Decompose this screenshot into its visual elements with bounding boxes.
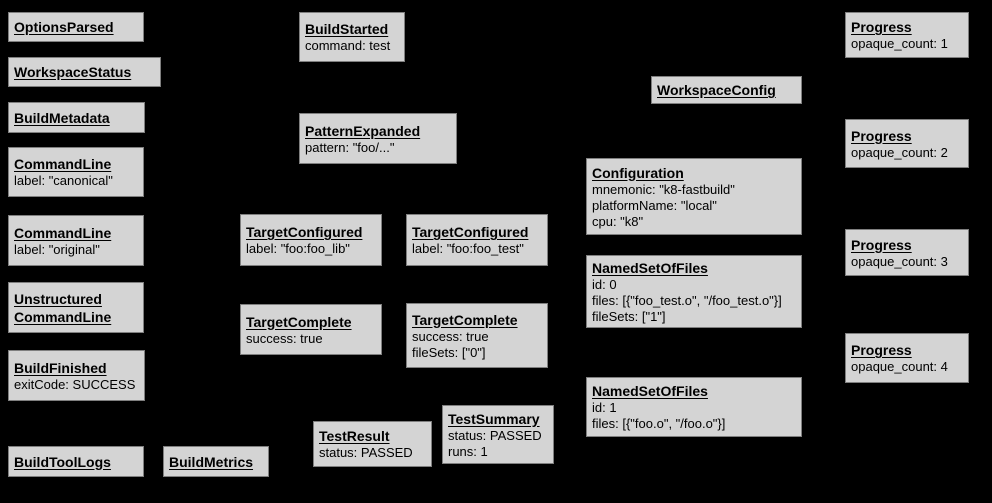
node-attribute: id: 0: [592, 276, 617, 292]
node-attribute: platformName: "local": [592, 197, 717, 213]
node-title: NamedSetOfFiles: [592, 383, 708, 399]
node-attribute: command: test: [305, 38, 391, 53]
node-title: BuildFinished: [14, 359, 107, 376]
node-attribute: pattern: "foo/...": [305, 139, 395, 155]
node-attribute: fileSets: ["0"]: [412, 344, 486, 360]
node-attribute: files: [{"foo_test.o", "/foo_test.o"}]: [592, 292, 782, 308]
node-title: TargetConfigured: [412, 224, 529, 240]
node-attribute: label: "foo:foo_test": [412, 241, 524, 256]
node-title: OptionsParsed: [14, 19, 114, 35]
node-attribute: mnemonic: "k8-fastbuild": [592, 181, 735, 197]
node-attribute: id: 1: [592, 400, 617, 415]
node-attribute: label: "original": [14, 241, 100, 257]
node-title: Progress: [851, 236, 912, 253]
node-build-metrics: BuildMetrics: [163, 446, 269, 477]
node-title: Progress: [851, 127, 912, 144]
node-attribute: status: PASSED: [448, 427, 542, 443]
node-unstructured-command-line: Unstructured CommandLine: [8, 282, 144, 333]
node-title: TargetComplete: [412, 311, 518, 328]
node-title: BuildMetadata: [14, 109, 110, 126]
node-workspace-status: WorkspaceStatus: [8, 57, 161, 87]
node-title: BuildMetrics: [169, 453, 254, 470]
node-attribute: exitCode: SUCCESS: [14, 376, 136, 392]
node-title: WorkspaceConfig: [657, 82, 776, 98]
node-title: NamedSetOfFiles: [592, 259, 708, 276]
node-attribute: label: "foo:foo_lib": [246, 241, 350, 256]
node-title: Unstructured CommandLine: [14, 290, 112, 325]
node-title: Progress: [851, 342, 912, 358]
node-title: Progress: [851, 19, 912, 35]
node-attribute: success: true: [412, 328, 489, 344]
node-title: CommandLine: [14, 156, 112, 172]
node-attribute: opaque_count: 1: [851, 36, 948, 51]
node-title: CommandLine: [14, 224, 112, 241]
node-attribute: status: PASSED: [319, 445, 413, 460]
node-title: BuildStarted: [305, 21, 389, 37]
node-options-parsed: OptionsParsed: [8, 12, 144, 42]
node-title: TargetComplete: [246, 313, 352, 330]
node-attribute: runs: 1: [448, 443, 488, 459]
node-workspace-config: WorkspaceConfig: [651, 76, 802, 104]
node-title: TargetConfigured: [246, 224, 363, 240]
node-attribute: files: [{"foo.o", "/foo.o"}]: [592, 416, 726, 431]
node-attribute: fileSets: ["1"]: [592, 308, 666, 324]
node-attribute: cpu: "k8": [592, 213, 644, 229]
node-attribute: opaque_count: 2: [851, 144, 948, 160]
node-title: Configuration: [592, 164, 684, 181]
node-attribute: opaque_count: 3: [851, 253, 948, 269]
node-title: PatternExpanded: [305, 122, 421, 139]
node-attribute: label: "canonical": [14, 173, 113, 188]
node-title: TestResult: [319, 428, 390, 444]
node-attribute: success: true: [246, 330, 323, 346]
node-title: TestSummary: [448, 410, 540, 427]
node-attribute: opaque_count: 4: [851, 359, 948, 374]
node-build-metadata: BuildMetadata: [8, 102, 145, 133]
node-title: WorkspaceStatus: [14, 64, 132, 80]
node-build-tool-logs: BuildToolLogs: [8, 446, 144, 477]
node-title: BuildToolLogs: [14, 453, 111, 470]
